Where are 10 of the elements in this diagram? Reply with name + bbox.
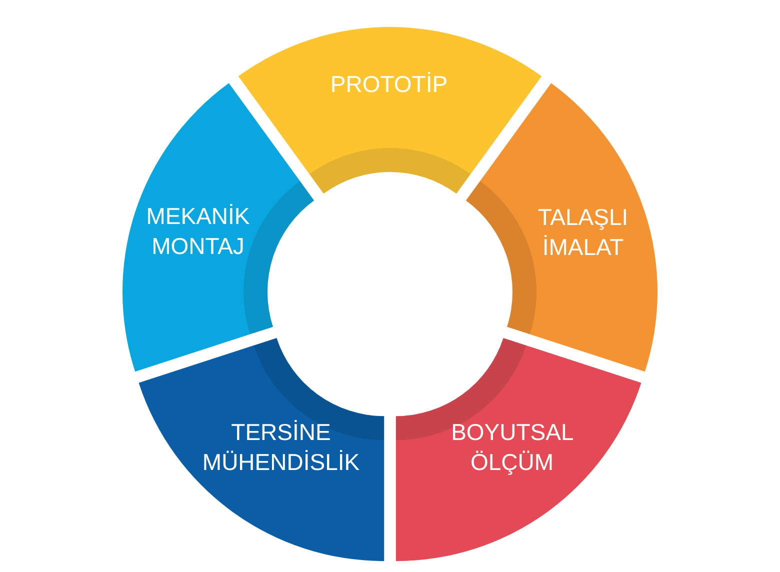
ring-segment (122, 83, 315, 372)
segment-label: BOYUTSAL ÖLÇÜM (451, 418, 573, 477)
ring-segment (138, 338, 385, 562)
segment-label: PROTOTİP (330, 70, 448, 100)
ring-segment (395, 338, 642, 562)
segment-label: TERSİNE MÜHENDİSLİK (202, 418, 360, 477)
ring-segment (238, 27, 542, 194)
ring-segment (465, 83, 658, 372)
segment-label: TALAŞLI İMALAT (538, 203, 628, 262)
segment-label: MEKANİK MONTAJ (146, 202, 250, 261)
